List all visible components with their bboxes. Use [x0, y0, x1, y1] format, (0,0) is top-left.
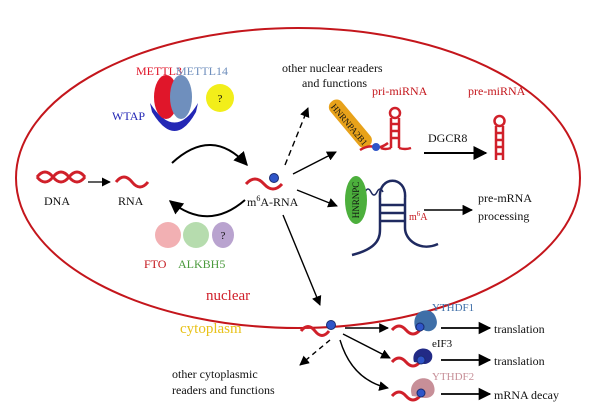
nucleus-boundary [15, 27, 581, 329]
cyto-m6a-mark [326, 320, 336, 330]
methylation-arrow [171, 144, 248, 167]
rna-label: RNA [118, 194, 144, 208]
mettl3-label: METTL3 [136, 64, 182, 78]
hnrnpc-shape [345, 176, 367, 224]
translation-1-label: translation [494, 322, 545, 336]
pre-mrna-strand [351, 227, 439, 257]
to-other-cyto-arrow [299, 339, 331, 366]
ythdf2-label: YTHDF2 [432, 371, 474, 383]
eraser-complex: ? FTO ALKBH5 [144, 222, 234, 271]
to-ythdf2-arrow [339, 339, 389, 391]
hnrnpa2b1-shape [328, 99, 372, 148]
pri-mirna-label: pri-miRNA [372, 84, 428, 98]
other-nuclear-line1: other nuclear readers [282, 61, 383, 75]
pre-mrna-processing-line2: processing [478, 209, 529, 223]
pri-mirna-m6a-mark [372, 143, 380, 151]
cyto-m6a-rna-strand [299, 325, 331, 337]
translation-2-label: translation [494, 354, 545, 368]
fto-shape [155, 222, 181, 248]
dna-label: DNA [44, 194, 70, 208]
eif3-m6a-mark [416, 355, 426, 365]
mettl14-shape [170, 75, 192, 119]
fto-label: FTO [144, 257, 167, 271]
pre-mirna-label: pre-miRNA [468, 84, 526, 98]
eif3-label: eIF3 [432, 338, 453, 350]
rna-strand [114, 175, 150, 189]
ythdf2-complex [390, 378, 435, 402]
other-cyto-line2: readers and functions [172, 383, 275, 397]
pri-mirna-hairpin [380, 106, 412, 151]
ythdf1-m6a-mark [415, 322, 425, 332]
to-cytoplasm-arrow [282, 214, 322, 306]
wtap-shape [150, 103, 198, 131]
eif3-complex [390, 348, 433, 368]
hnrnpc-label: HNRNPC [351, 182, 361, 219]
pre-mrna-stem [378, 179, 407, 228]
nuclear-label: nuclear [206, 288, 250, 304]
to-hnrnpa2b1-arrow [292, 151, 337, 175]
m6a-mark [269, 173, 279, 183]
other-nuclear-line2: and functions [302, 76, 367, 90]
ythdf2-m6a-mark [416, 388, 426, 398]
dna-strand [35, 170, 87, 184]
alkbh5-shape [183, 222, 209, 248]
to-eif3-arrow [342, 333, 391, 359]
dgcr8-label: DGCR8 [428, 131, 467, 145]
ythdf1-complex [390, 310, 437, 336]
hnrnpc-complex: HNRNPC m6A [345, 176, 439, 257]
eraser-unknown-label: ? [221, 230, 226, 242]
to-hnrnpc-arrow [296, 189, 338, 208]
eraser-unknown-shape [212, 222, 234, 248]
hnrnpc-m6a-label: m6A [409, 210, 428, 223]
pre-mirna-hairpin [493, 114, 506, 160]
hnrnpa2b1-label: HNRNPA2B1 [329, 102, 370, 148]
mettl14-label: METTL14 [176, 64, 228, 78]
to-other-nuclear-arrow [284, 107, 310, 166]
writer-unknown-shape [206, 84, 234, 112]
ythdf1-label: YTHDF1 [432, 302, 474, 314]
other-cyto-line1: other cytoplasmic [172, 367, 258, 381]
demethylation-arrow [168, 199, 246, 218]
pre-mrna-processing-line1: pre-mRNA [478, 191, 532, 205]
m6a-rna-label: m6A-RNA [247, 194, 299, 209]
hnrnpa2b1-complex: HNRNPA2B1 [328, 99, 412, 152]
cytoplasm-label: cytoplasm [180, 321, 242, 337]
hnrnpc-binding-coil [364, 188, 384, 196]
writer-complex: ? METTL3 METTL14 WTAP [112, 64, 234, 131]
writer-unknown-label: ? [218, 93, 223, 105]
alkbh5-label: ALKBH5 [178, 257, 225, 271]
m6a-rna-strand [244, 177, 284, 191]
mrna-decay-label: mRNA decay [494, 388, 559, 402]
wtap-label: WTAP [112, 109, 145, 123]
